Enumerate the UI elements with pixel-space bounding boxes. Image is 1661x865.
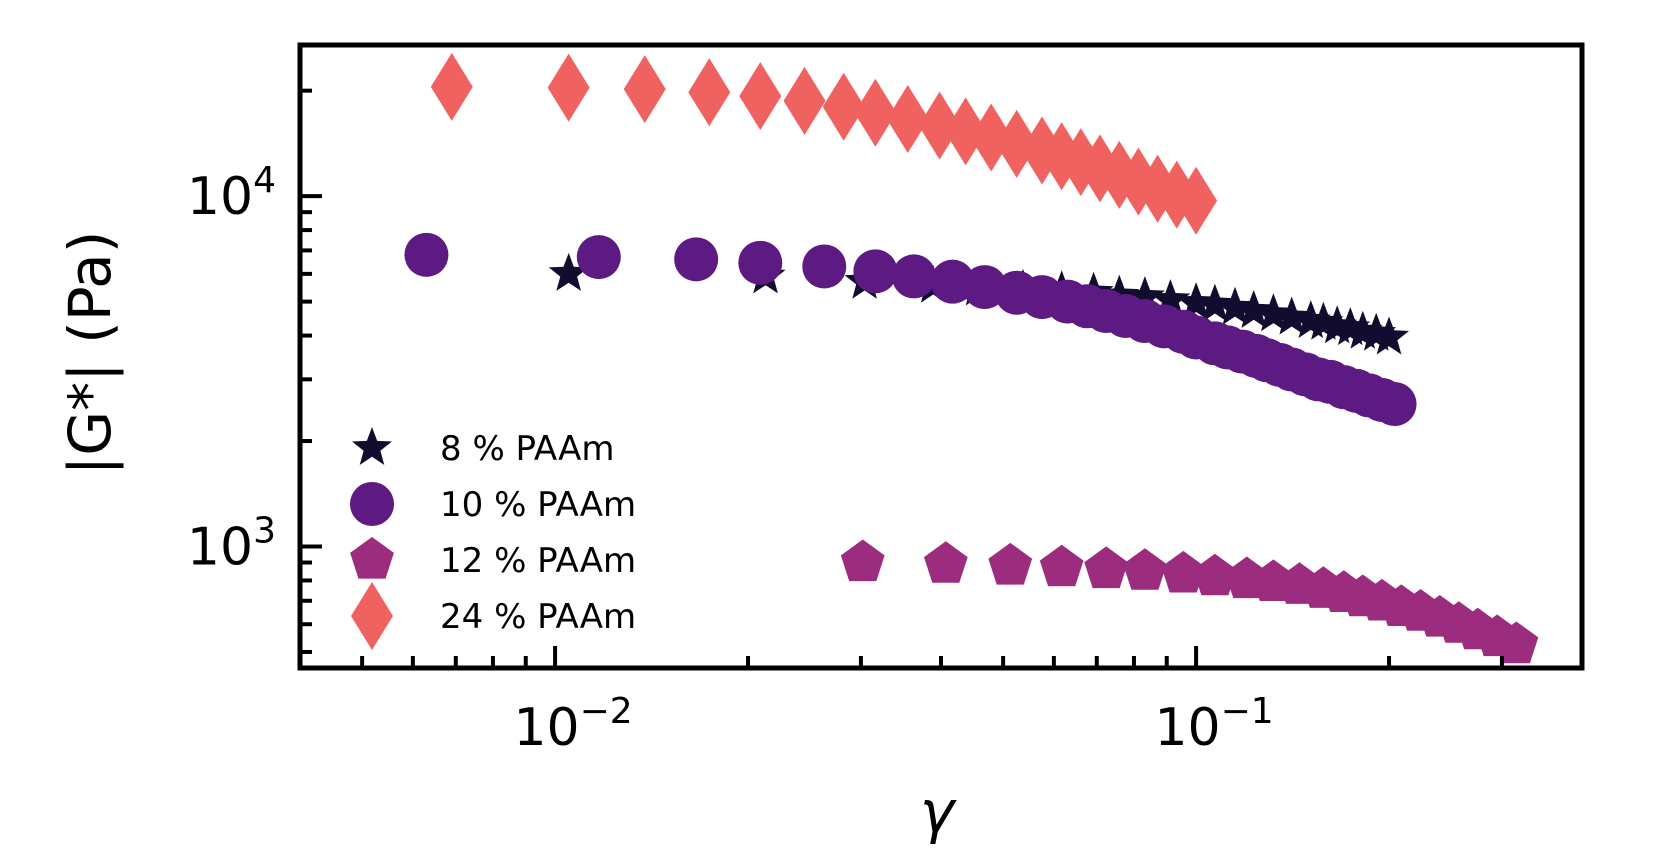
legend-label: 8 % PAAm: [440, 429, 614, 469]
pentagon-point: [1039, 544, 1084, 587]
circle-point: [404, 232, 449, 277]
axis-ticks: [298, 88, 1584, 668]
y-tick-label: 103: [187, 510, 276, 577]
legend-entry: 24 % PAAm: [351, 582, 636, 650]
circle-point: [853, 249, 898, 294]
pentagon-point: [1193, 553, 1237, 596]
star-point: [1215, 286, 1255, 325]
star-point: [1124, 276, 1165, 315]
star-point: [1194, 283, 1235, 322]
diamond-point: [783, 66, 826, 135]
legend-entry: 10 % PAAm: [350, 482, 636, 526]
y-axis-label: |G*| (Pa): [56, 231, 124, 476]
pentagon-point: [1084, 546, 1128, 589]
star-point: [1369, 316, 1409, 355]
legend-entry: 12 % PAAm: [350, 537, 636, 581]
circle-point: [802, 244, 847, 289]
diamond-point: [688, 58, 731, 127]
pentagon-point: [840, 539, 885, 582]
diamond-point: [918, 91, 961, 160]
legend-pentagon-icon: [350, 537, 394, 579]
legend-label: 24 % PAAm: [440, 597, 636, 637]
diamond-point: [430, 52, 473, 121]
series-diamond: [430, 52, 1218, 235]
diamond-point: [739, 62, 782, 131]
circle-point: [891, 254, 936, 299]
x-tick-label: 10−2: [513, 691, 632, 758]
series-circle: [404, 232, 1417, 427]
pentagon-point: [924, 541, 968, 583]
pentagon-point: [1494, 621, 1539, 664]
x-tick-label: 10−1: [1154, 691, 1273, 758]
diamond-point: [886, 85, 929, 154]
pentagon-point: [1123, 548, 1167, 590]
legend: 8 % PAAm 10 % PAAm 12 % PAAm 24 % PAAm: [350, 427, 636, 650]
diamond-point: [547, 53, 590, 122]
x-axis-label: γ: [920, 778, 957, 846]
legend-star-icon: [352, 427, 392, 465]
circle-point: [1372, 382, 1417, 427]
pentagon-point: [1161, 550, 1206, 593]
legend-entry: 8 % PAAm: [352, 427, 614, 469]
star-point: [548, 252, 589, 291]
diamond-point: [970, 103, 1013, 172]
star-point: [1233, 290, 1274, 328]
plot-marks: [404, 52, 1539, 664]
pentagon-point: [988, 542, 1033, 585]
star-point: [1271, 296, 1312, 335]
legend-label: 10 % PAAm: [440, 485, 636, 525]
diamond-point: [944, 97, 987, 166]
legend-label: 12 % PAAm: [440, 541, 636, 581]
diamond-point: [995, 109, 1038, 178]
diamond-point: [854, 78, 897, 147]
y-tick-label: 104: [187, 160, 276, 227]
circle-point: [576, 235, 621, 280]
star-point: [1176, 282, 1217, 321]
legend-diamond-icon: [351, 582, 393, 650]
legend-circle-icon: [350, 482, 394, 526]
series-pentagon: [840, 539, 1539, 664]
plot-frame: [297, 42, 1585, 671]
tick-labels: 10−2 10−1 103 104: [187, 160, 1274, 758]
circle-point: [674, 237, 719, 282]
circle-point: [738, 240, 783, 285]
diamond-point: [623, 55, 666, 124]
diamond-point: [822, 72, 865, 141]
star-point: [1150, 279, 1191, 318]
diamond-point: [1175, 166, 1218, 235]
